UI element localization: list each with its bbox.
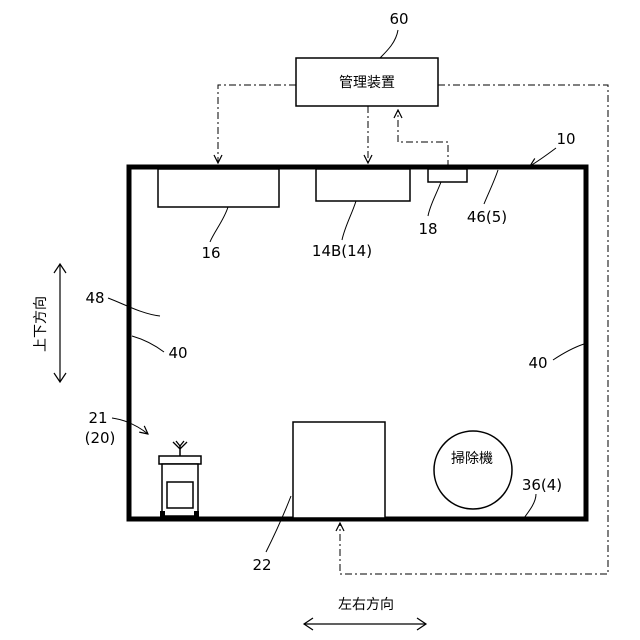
label-21: 21 <box>88 409 107 427</box>
label-18: 18 <box>418 220 437 238</box>
unit-14b-leader <box>342 201 356 240</box>
management-device: 管理装置 60 <box>296 10 438 106</box>
furniture-22-leader <box>266 496 291 552</box>
label-40-right: 40 <box>528 354 547 372</box>
label-20: (20) <box>85 429 116 447</box>
sensor-18-leader <box>428 182 441 216</box>
label-48: 48 <box>85 289 104 307</box>
communication-lines <box>218 85 608 574</box>
label-16: 16 <box>201 244 220 262</box>
unit-14b <box>316 169 410 201</box>
label-46: 46(5) <box>467 208 507 226</box>
management-device-label: 管理装置 <box>339 75 395 91</box>
room-ref-leader <box>530 148 556 166</box>
horizontal-direction-label: 左右方向 <box>338 597 394 613</box>
device-21-top <box>159 456 201 464</box>
unit-16 <box>158 169 279 207</box>
vertical-direction-label: 上下方向 <box>33 296 49 352</box>
wall-right-leader <box>553 344 584 360</box>
label-22: 22 <box>252 556 271 574</box>
room-space-leader <box>108 298 160 316</box>
line-to-unit-16 <box>218 85 296 163</box>
room-ref: 10 <box>556 130 575 148</box>
cleaner-label: 掃除機 <box>451 450 493 467</box>
wall-left-leader <box>132 336 164 352</box>
unit-16-leader <box>210 207 228 242</box>
cleaner <box>434 431 512 509</box>
management-device-leader <box>380 30 398 58</box>
label-36: 36(4) <box>522 476 562 494</box>
horizontal-direction: 左右方向 <box>304 597 426 630</box>
label-14b: 14B(14) <box>312 242 372 260</box>
floor-leader <box>524 494 536 518</box>
furniture-22 <box>293 422 385 518</box>
vertical-direction: 上下方向 <box>33 264 66 382</box>
device-21-foot-right <box>194 511 199 518</box>
management-device-ref: 60 <box>389 10 408 28</box>
ceiling-leader <box>484 170 498 204</box>
device-21-window <box>167 482 193 508</box>
line-from-sensor-18 <box>398 110 448 167</box>
device-21-foot-left <box>160 511 165 518</box>
sensor-18 <box>428 169 467 182</box>
label-40-left: 40 <box>168 344 187 362</box>
device-21: 21 (20) <box>85 409 201 518</box>
